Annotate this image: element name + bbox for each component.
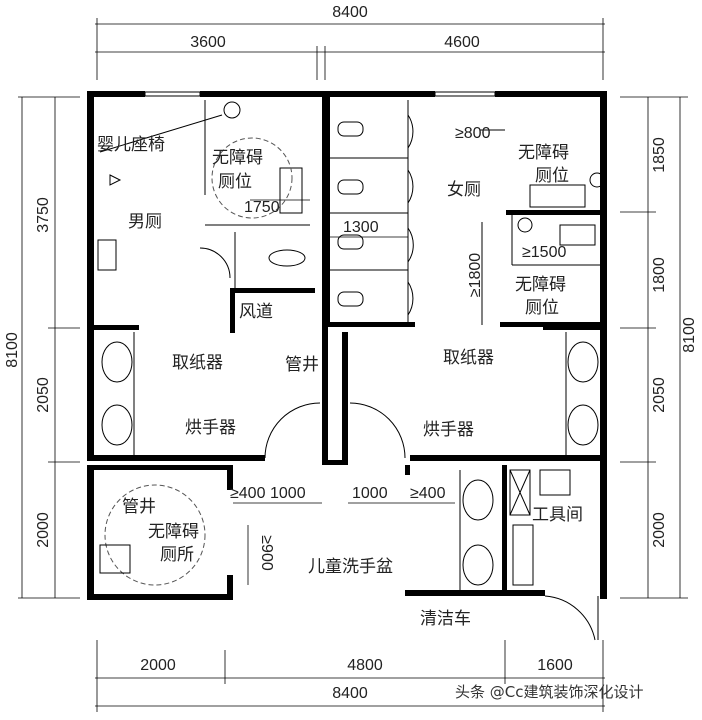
label-air-duct: 风道 bbox=[239, 302, 273, 322]
label-women-accessible-2b: 厕位 bbox=[525, 298, 559, 318]
label-women-1800: ≥1800 bbox=[467, 253, 484, 297]
women-stalls bbox=[328, 100, 414, 322]
dim-bottom-total: 8400 bbox=[332, 685, 368, 702]
label-women-1500: ≥1500 bbox=[522, 244, 566, 261]
dim-left-2: 2050 bbox=[35, 377, 52, 413]
label-child-basin: 儿童洗手盆 bbox=[308, 557, 393, 577]
dim-top-total: 8400 bbox=[332, 4, 368, 21]
dimension-lines bbox=[18, 18, 688, 712]
label-women-dryer: 烘手器 bbox=[423, 420, 474, 440]
walls bbox=[87, 91, 607, 600]
dim-left-3: 2000 bbox=[35, 512, 52, 548]
dim-right-total: 8100 bbox=[681, 317, 698, 353]
label-men-shaft: 管井 bbox=[285, 355, 319, 375]
dim-right-1: 1850 bbox=[651, 137, 668, 173]
label-men-accessible-dim: 1750 bbox=[244, 199, 280, 216]
dim-bottom-3: 1600 bbox=[537, 657, 573, 674]
fixtures bbox=[97, 100, 605, 641]
label-accessible-toilet-1: 无障碍 bbox=[148, 522, 199, 542]
label-corridor-900: ≥900 bbox=[258, 535, 275, 571]
label-men-dryer: 烘手器 bbox=[185, 418, 236, 438]
label-women-accessible-1b: 厕位 bbox=[535, 166, 569, 186]
label-stall-dim: 1300 bbox=[343, 219, 379, 236]
label-women-paper: 取纸器 bbox=[443, 348, 494, 368]
dim-bottom-1: 2000 bbox=[140, 657, 176, 674]
label-janitor-room: 工具间 bbox=[532, 505, 583, 525]
label-corridor-1000-left: 1000 bbox=[270, 485, 306, 502]
label-men-accessible-stall-2: 厕位 bbox=[218, 172, 252, 192]
label-cleaning-cart: 清洁车 bbox=[420, 609, 471, 629]
dim-right-3: 2050 bbox=[651, 377, 668, 413]
dim-top-left: 3600 bbox=[190, 34, 226, 51]
label-corridor-1000-right: 1000 bbox=[352, 485, 388, 502]
dim-left-1: 3750 bbox=[35, 197, 52, 233]
label-men-paper: 取纸器 bbox=[172, 353, 223, 373]
watermark: 头条 @Cc建筑装饰深化设计 bbox=[455, 683, 644, 701]
label-accessible-toilet-2: 厕所 bbox=[160, 545, 194, 565]
dim-bottom-2: 4800 bbox=[347, 657, 383, 674]
label-women-accessible-2a: 无障碍 bbox=[515, 275, 566, 295]
dim-top-right: 4600 bbox=[444, 34, 480, 51]
label-womens-room: 女厕 bbox=[447, 180, 481, 200]
label-acc-shaft: 管井 bbox=[122, 497, 156, 517]
label-corridor-400-left: ≥400 bbox=[230, 485, 266, 502]
label-corridor-400-right: ≥400 bbox=[410, 485, 446, 502]
label-women-accessible-1a: 无障碍 bbox=[518, 143, 569, 163]
label-baby-seat: 婴儿座椅 bbox=[97, 135, 165, 155]
label-mens-room: 男厕 bbox=[128, 212, 162, 232]
dim-left-total: 8100 bbox=[4, 332, 21, 368]
dim-right-4: 2000 bbox=[651, 512, 668, 548]
label-men-accessible-stall-1: 无障碍 bbox=[212, 148, 263, 168]
dim-right-2: 1800 bbox=[651, 257, 668, 293]
label-women-800: ≥800 bbox=[455, 125, 491, 142]
